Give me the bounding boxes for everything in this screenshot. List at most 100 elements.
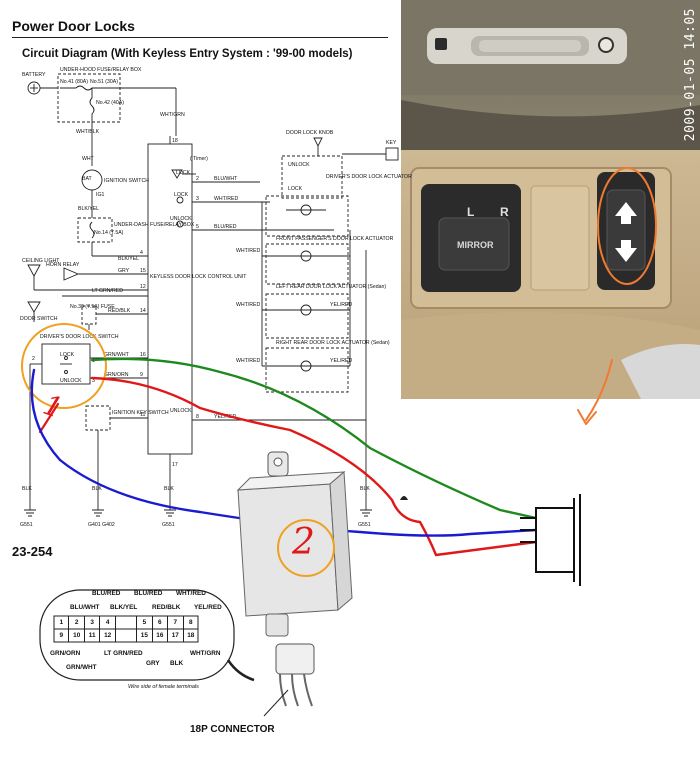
wire-wht-red-2-label: WHT/RED	[236, 248, 260, 254]
connector-cell: 8	[188, 619, 193, 626]
cu-lock-label-2: LOCK	[174, 192, 189, 198]
blue-wire	[30, 368, 538, 537]
connector-cell: 2	[69, 616, 85, 629]
cu-lock-label: LOCK	[176, 170, 191, 176]
cu-pin-5: 5	[196, 224, 199, 230]
battery-label: BATTERY	[22, 72, 46, 78]
keyless-module-drawing	[226, 451, 408, 717]
mirror-left-label: L	[467, 205, 475, 219]
green-wire	[90, 357, 538, 520]
left-rear-actuator-label: LEFT REAR DOOR LOCK ACTUATOR (Sedan)	[276, 284, 386, 290]
connector-cell: 10	[69, 629, 85, 642]
keyless-unit-label: KEYLESS DOOR LOCK CONTROL UNIT	[150, 274, 247, 280]
conn-bottom-label: GRY	[146, 660, 160, 667]
ignition-key-switch-label: IGNITION KEY SWITCH	[112, 410, 169, 416]
knob-unlock-label: UNLOCK	[288, 162, 310, 168]
knob-lock-label: LOCK	[288, 186, 303, 192]
ground-blk-3-label: BLK	[164, 486, 174, 492]
g551-label-2: G551	[162, 522, 175, 528]
wire-blk-yel-label: BLK/YEL	[78, 206, 99, 212]
cu-pin-17: 17	[172, 462, 178, 468]
fuse-14-label: No.14 (7.5A)	[94, 230, 124, 236]
drivers-switch-label: DRIVER'S DOOR LOCK SWITCH	[40, 334, 119, 340]
photo-art	[401, 0, 700, 399]
wire-grn-wht-label: GRN/WHT	[104, 352, 130, 358]
connector-cell: 4	[100, 616, 116, 629]
conn-top-label: BLU/RED	[134, 590, 163, 597]
switch-highlight-circle	[21, 323, 107, 409]
conn-bottom-label: WHT/GRN	[190, 650, 221, 657]
fuse-30-label: No.30 (7.5A) FUSE	[70, 304, 115, 310]
pointer-arrow	[585, 359, 613, 421]
wire-wht-red-3-label: WHT/RED	[236, 302, 260, 308]
ground-blk-1-label: BLK	[22, 486, 32, 492]
conn-bottom-label: LT GRN/RED	[104, 650, 143, 657]
connector-grid: 1 2 3 4 5 6 7 8 9 10 11 12 15 16 17 18	[54, 616, 198, 642]
wire-gry-label: GRY	[118, 268, 130, 274]
fuse-51-label: No.51 (30A)	[90, 79, 118, 85]
schematic-labels: BATTERY UNDER-HOOD FUSE/RELAY BOX No.41 …	[20, 67, 412, 528]
cu-pin-14: 14	[140, 308, 146, 314]
lock-switch-connector	[520, 494, 581, 586]
wire-lt-grn-red-label: LT GRN/RED	[92, 288, 123, 294]
connector-18p	[39, 589, 235, 681]
switch-pin-3-label: 3	[92, 378, 95, 384]
cu-pin-11: 11	[140, 412, 145, 418]
page-number: 23-254	[12, 544, 53, 559]
fuse-box	[57, 73, 121, 123]
cu-pin-3: 3	[196, 196, 199, 202]
conn-bottom-label: BLK	[170, 660, 184, 667]
g551-label-3: G551	[358, 522, 371, 528]
conn-mid-label: YEL/RED	[194, 604, 222, 611]
key-label: KEY	[386, 140, 397, 146]
wire-yel-red-label: YEL/RED	[214, 414, 236, 420]
photo-highlight-circle	[597, 167, 657, 285]
wire-grn-orn-label: GRN/ORN	[104, 372, 129, 378]
cu-pin-9: 9	[140, 372, 143, 378]
fuse-42-label: No.42 (40A)	[96, 100, 124, 106]
front-actuator-label: FRONT PASSENGER'S DOOR LOCK ACTUATOR	[276, 236, 394, 242]
cu-pin-12: 12	[140, 284, 146, 290]
wire-wht-grn-label: WHT/GRN	[160, 112, 185, 118]
right-rear-actuator-label: RIGHT REAR DOOR LOCK ACTUATOR (Sedan)	[276, 340, 390, 346]
connector-cell: 16	[153, 629, 169, 642]
drivers-actuator-label: DRIVER'S DOOR LOCK ACTUATOR	[326, 174, 412, 180]
cu-pin-8: 8	[196, 414, 199, 420]
wire-yel-red-3-label: YEL/RED	[330, 358, 352, 364]
fuse-41-label: No.41 (80A)	[60, 79, 88, 85]
bat-label: BAT	[82, 176, 93, 182]
lock-down-arrow-icon	[615, 240, 637, 262]
connector-cell	[116, 629, 138, 642]
connector-cell: 17	[168, 629, 184, 642]
wire-wht-red-4-label: WHT/RED	[236, 358, 260, 364]
dashboard-photo: MIRROR L R 2009-01-05 14:05	[401, 0, 700, 399]
ig1-label: IG1	[96, 192, 104, 198]
wire-blu-wht-label: BLU/WHT	[214, 176, 238, 182]
connector-cell: 12	[100, 629, 116, 642]
ceiling-light-label: CEILING LIGHT	[22, 258, 60, 264]
switch-unlock-label: UNLOCK	[60, 378, 82, 384]
diagram-subtitle: Circuit Diagram (With Keyless Entry Syst…	[22, 48, 353, 60]
wire-red-blk-label: RED/BLK	[108, 308, 131, 314]
horn-relay-label: HORN RELAY	[46, 262, 80, 268]
wire-wht-red-label: WHT/RED	[214, 196, 238, 202]
connector-title: 18P CONNECTOR	[190, 724, 275, 735]
page-title: Power Door Locks	[12, 18, 135, 34]
pointer-arrowhead-icon	[577, 409, 597, 425]
ignition-switch-label: IGNITION SWITCH	[104, 178, 149, 184]
connector-cell: 18	[187, 632, 195, 639]
mirror-right-label: R	[500, 205, 509, 219]
cu-pin-18: 18	[172, 138, 178, 144]
ground-blk-4-label: BLK	[360, 486, 370, 492]
mark-1-stroke	[38, 402, 60, 434]
fuse-box-label: UNDER-HOOD FUSE/RELAY BOX	[60, 67, 142, 73]
wire-wht-blk-label: WHT/BLK	[76, 129, 100, 135]
cu-unlock-label-2: UNLOCK	[170, 408, 192, 414]
conn-mid-label: BLK/YEL	[110, 604, 138, 611]
connector-cell: 9	[54, 629, 70, 642]
cu-unlock-label: UNLOCK	[170, 216, 192, 222]
cu-pin-2: 2	[196, 176, 199, 182]
module-body	[237, 483, 339, 617]
connector-cell: 5	[137, 616, 153, 629]
